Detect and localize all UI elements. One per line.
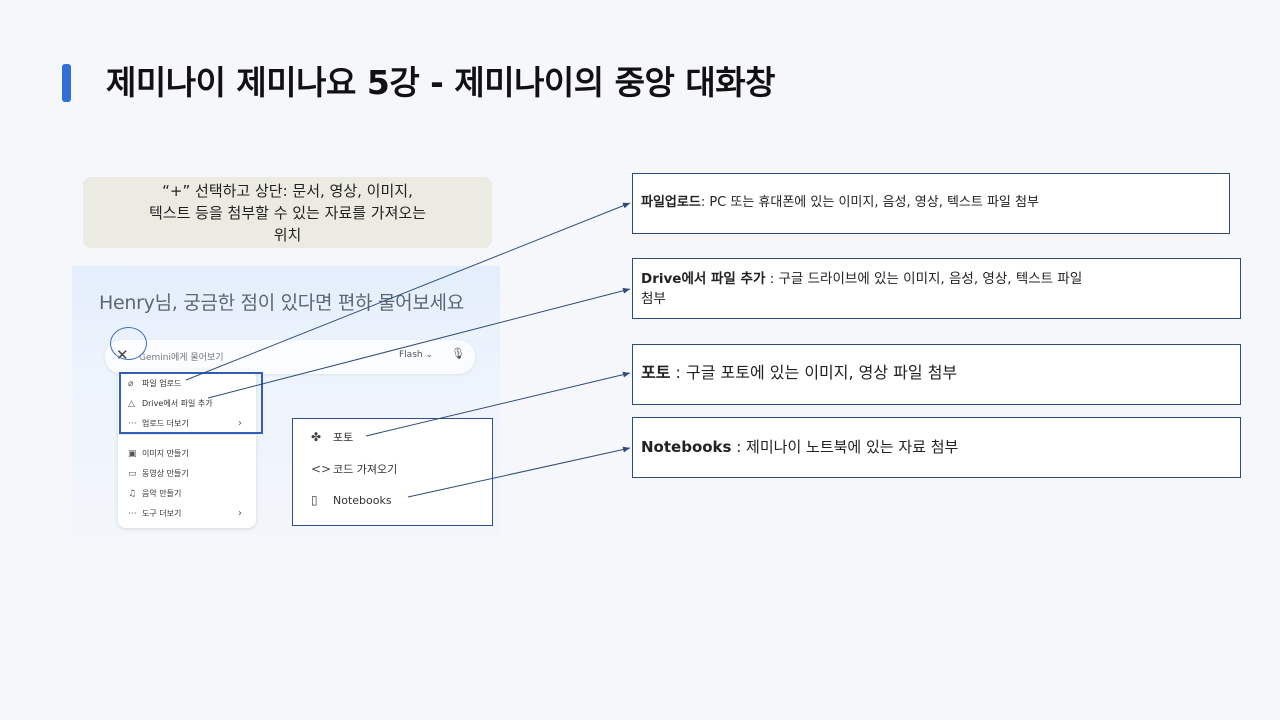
menu-item-more-uploads[interactable]: ··· 업로드 더보기 › <box>128 418 242 429</box>
menu-item-make-image[interactable]: ▣ 이미지 만들기 <box>128 448 189 459</box>
callout-line-2: 텍스트 등을 첨부할 수 있는 자료를 가져오는 <box>148 204 426 222</box>
slide-title: 제미나이 제미나요 5강 - 제미나이의 중앙 대화창 <box>106 63 775 102</box>
paperclip-icon: ⌀ <box>128 379 134 389</box>
info-box-heading: 파일업로드 <box>641 195 701 210</box>
chevron-right-icon: › <box>238 508 242 519</box>
video-icon: ▭ <box>128 469 137 479</box>
model-selector[interactable]: Flash ⌄ <box>399 350 433 360</box>
menu-item-label: 파일 업로드 <box>142 379 182 388</box>
menu-item-make-music[interactable]: ♫ 음악 만들기 <box>128 488 181 499</box>
menu-item-file-upload[interactable]: ⌀ 파일 업로드 <box>128 378 181 389</box>
callout-note: “+” 선택하고 상단: 문서, 영상, 이미지, 텍스트 등을 첨부할 수 있… <box>83 177 492 248</box>
callout-line-1: “+” 선택하고 상단: 문서, 영상, 이미지, <box>162 182 413 200</box>
more-icon: ··· <box>128 419 137 429</box>
pinwheel-icon: ✤ <box>311 430 322 444</box>
submenu-item-photos[interactable]: ✤ 포토 <box>311 429 353 445</box>
menu-item-make-video[interactable]: ▭ 동영상 만들기 <box>128 468 189 479</box>
menu-item-drive[interactable]: △ Drive에서 파일 추가 <box>128 398 213 409</box>
info-box-text: : PC 또는 휴대폰에 있는 이미지, 음성, 영상, 텍스트 파일 첨부 <box>700 195 1039 210</box>
submenu-item-label: Notebooks <box>333 494 392 507</box>
info-box-photos: 포토 : 구글 포토에 있는 이미지, 영상 파일 첨부 <box>632 344 1241 405</box>
more-icon: ··· <box>128 509 137 519</box>
menu-item-label: 동영상 만들기 <box>142 469 189 478</box>
greeting-text: Henry님, 궁금한 점이 있다면 편하 물어보세요 <box>99 292 464 314</box>
plus-button-highlight-circle <box>110 327 147 360</box>
drive-icon: △ <box>128 399 135 409</box>
music-icon: ♫ <box>128 489 137 499</box>
prompt-input-bar[interactable]: ✕ Gemini에게 물어보기 Flash ⌄ 🎙 <box>105 340 475 374</box>
info-box-file-upload: 파일업로드: PC 또는 휴대폰에 있는 이미지, 음성, 영상, 텍스트 파일… <box>632 173 1230 234</box>
notebook-icon: ▯ <box>311 493 318 507</box>
info-box-heading: Drive에서 파일 추가 <box>641 271 766 287</box>
attach-menu: ⌀ 파일 업로드 △ Drive에서 파일 추가 ··· 업로드 더보기 › ▣ 이미지… <box>118 370 256 528</box>
submenu-item-import-code[interactable]: <>코드 가져오기 <box>311 461 397 477</box>
menu-divider <box>118 434 256 435</box>
menu-item-label: 이미지 만들기 <box>142 449 189 458</box>
menu-item-label: 음악 만들기 <box>142 489 182 498</box>
upload-submenu: ✤ 포토 <>코드 가져오기 ▯ Notebooks <box>292 418 493 526</box>
submenu-item-notebooks[interactable]: ▯ Notebooks <box>311 493 392 507</box>
callout-line-3: 위치 <box>273 226 302 244</box>
upload-options-highlight-box <box>119 372 263 434</box>
info-box-heading: Notebooks <box>641 438 732 456</box>
menu-item-more-tools[interactable]: ··· 도구 더보기 › <box>128 508 242 519</box>
info-box-text: : 제미나이 노트북에 있는 자료 첨부 <box>731 438 959 456</box>
submenu-item-label: 코드 가져오기 <box>333 463 398 476</box>
prompt-placeholder[interactable]: Gemini에게 물어보기 <box>139 353 224 363</box>
info-box-heading: 포토 <box>641 363 671 382</box>
info-box-drive: Drive에서 파일 추가 : 구글 드라이브에 있는 이미지, 음성, 영상,… <box>632 258 1241 319</box>
menu-item-label: 도구 더보기 <box>142 509 182 518</box>
info-box-text-continued: 첨부 <box>641 291 666 307</box>
submenu-item-label: 포토 <box>333 431 354 444</box>
menu-item-label: 업로드 더보기 <box>142 419 189 428</box>
info-box-notebooks: Notebooks : 제미나이 노트북에 있는 자료 첨부 <box>632 417 1241 478</box>
image-icon: ▣ <box>128 449 137 459</box>
info-box-text: : 구글 드라이브에 있는 이미지, 음성, 영상, 텍스트 파일 <box>765 271 1083 287</box>
title-accent-bar <box>62 64 71 102</box>
menu-item-label: Drive에서 파일 추가 <box>142 399 213 408</box>
microphone-icon[interactable]: 🎙 <box>451 347 465 360</box>
code-icon: <> <box>311 462 332 476</box>
info-box-text: : 구글 포토에 있는 이미지, 영상 파일 첨부 <box>670 363 958 382</box>
chevron-right-icon: › <box>238 418 242 429</box>
